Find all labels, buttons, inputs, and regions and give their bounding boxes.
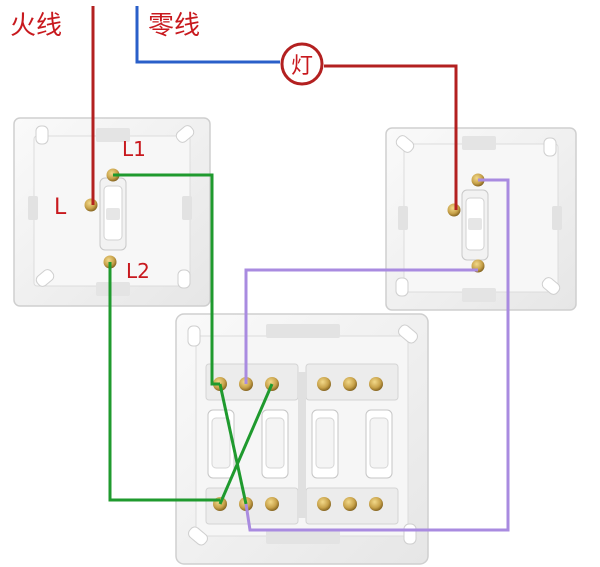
lamp-to-switch-wire bbox=[324, 64, 458, 210]
lamp: 灯 bbox=[280, 42, 324, 86]
terminal-l1-label: L1 bbox=[122, 137, 146, 161]
lamp-label: 灯 bbox=[291, 54, 313, 79]
screw-slot-icon bbox=[187, 325, 201, 347]
live-wire-label: 火线 bbox=[10, 11, 62, 41]
terminal-screw-icon bbox=[343, 377, 357, 391]
bottom-double-switch bbox=[175, 313, 429, 565]
right-switch bbox=[385, 127, 577, 311]
screw-slot-icon bbox=[177, 269, 191, 289]
terminal-screw-icon bbox=[265, 497, 279, 511]
traveler-green-l1 bbox=[113, 173, 220, 386]
terminal-l-label: L bbox=[54, 195, 67, 220]
screw-slot-icon bbox=[395, 135, 415, 153]
left-switch bbox=[13, 117, 211, 307]
screw-slot-icon bbox=[398, 324, 418, 344]
neutral-wire bbox=[135, 6, 280, 64]
cross-green-b bbox=[218, 383, 274, 505]
terminal-l2-label: L2 bbox=[126, 259, 150, 283]
traveler-green-l2 bbox=[108, 262, 220, 502]
terminal-screw-icon bbox=[317, 497, 331, 511]
screw-slot-icon bbox=[543, 137, 557, 157]
terminal-screw-icon bbox=[369, 377, 383, 391]
traveler-purple-bottom bbox=[244, 178, 510, 532]
terminal-screw-icon bbox=[317, 377, 331, 391]
screw-slot-icon bbox=[395, 277, 409, 297]
screw-slot-icon bbox=[35, 125, 49, 145]
screw-slot-icon bbox=[541, 277, 561, 295]
neutral-wire-label: 零线 bbox=[148, 11, 200, 41]
terminal-screw-icon bbox=[343, 497, 357, 511]
terminal-screw-icon bbox=[369, 497, 383, 511]
screw-slot-icon bbox=[175, 125, 195, 143]
traveler-purple-top bbox=[244, 268, 478, 384]
screw-slot-icon bbox=[35, 269, 55, 287]
cross-green-a bbox=[218, 383, 248, 505]
screw-slot-icon bbox=[188, 526, 208, 546]
terminal-screw-icon bbox=[447, 203, 461, 217]
lamp-icon bbox=[280, 42, 324, 86]
terminal-screw-icon bbox=[84, 198, 98, 212]
screw-slot-icon bbox=[403, 523, 417, 545]
